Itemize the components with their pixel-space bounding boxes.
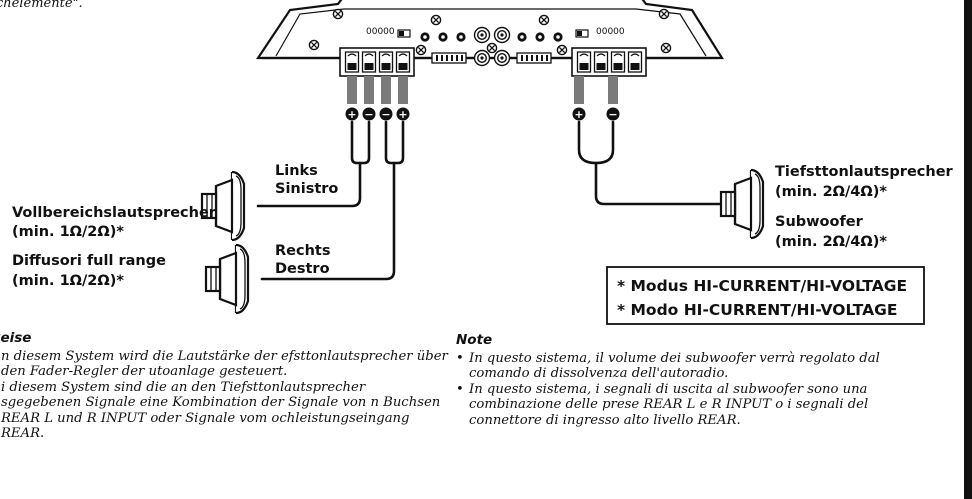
left-top-screw-icon <box>332 8 344 20</box>
minus-marker-2-icon <box>379 107 393 121</box>
center-right-screw-icon <box>538 14 550 26</box>
notes-german-title: weise <box>0 330 32 346</box>
knob-2-icon <box>438 32 448 42</box>
right-top-screw-icon <box>658 8 670 20</box>
wiring <box>256 120 724 281</box>
svg-text:−: − <box>364 108 373 121</box>
wire-plugs <box>347 76 618 104</box>
subwoofer-label-it: Subwoofer <box>775 214 864 230</box>
rca-jack-2-icon <box>493 26 511 44</box>
minus-marker-1-icon <box>362 107 376 121</box>
minus-marker-3-icon <box>606 107 620 121</box>
channel-right-it: Destro <box>275 261 330 277</box>
notes-italian-item-2: In questo sistema, i segnali di uscita a… <box>456 382 936 429</box>
notes-italian-title: Note <box>456 332 493 348</box>
terminal-5-icon <box>576 51 592 73</box>
notes-german-item-2: i diesem System sind die an den Tiefstto… <box>0 380 448 442</box>
channel-left-de: Links <box>275 163 318 179</box>
polarity-markers: + − − + + − <box>345 107 620 121</box>
knob-5-icon <box>535 32 545 42</box>
center-left-screw-icon <box>430 14 442 26</box>
amplifier-body: 00000 00000 <box>255 0 724 77</box>
knob-4-icon <box>517 32 527 42</box>
indicator-left-label: 00000 <box>366 27 395 37</box>
rca-jack-1-icon <box>473 26 491 44</box>
knob-3-icon <box>456 32 466 42</box>
plus-marker-2-icon <box>396 107 410 121</box>
terminal-2-icon <box>361 51 377 73</box>
terminal-8-icon <box>627 51 643 73</box>
terminal-7-icon <box>610 51 626 73</box>
inner-right-screw-icon <box>556 44 568 56</box>
full-range-spec-it: (min. 1Ω/2Ω)* <box>12 273 124 289</box>
notes-german: weise n diesem System wird die Lautstärk… <box>0 330 448 442</box>
svg-text:−: − <box>608 108 617 121</box>
page-edge-bar <box>964 0 972 499</box>
inner-left-screw-icon <box>415 44 427 56</box>
full-range-label-it: Diffusori full range <box>12 253 166 269</box>
subwoofer-speaker-icon <box>719 168 765 240</box>
channel-left-it: Sinistro <box>275 181 338 197</box>
rca-jack-4-icon <box>493 49 511 67</box>
high-level-connector-left-icon <box>431 52 467 64</box>
subwoofer-spec-it: (min. 2Ω/4Ω)* <box>775 234 887 250</box>
terminal-3-icon <box>378 51 394 73</box>
mode-box <box>606 266 925 325</box>
full-range-spec-de: (min. 1Ω/2Ω)* <box>12 224 124 240</box>
mode-line-de: * Modus HI-CURRENT/HI-VOLTAGE <box>617 277 907 295</box>
notes-german-item-1: n diesem System wird die Lautstärke der … <box>0 349 448 380</box>
svg-text:+: + <box>398 108 407 121</box>
front-speaker-right-icon <box>204 243 250 315</box>
knob-6-icon <box>553 32 563 42</box>
mode-line-it: * Modo HI-CURRENT/HI-VOLTAGE <box>617 301 897 319</box>
rca-jack-3-icon <box>473 49 491 67</box>
subwoofer-label-de: Tiefsttonlautsprecher <box>775 164 954 180</box>
full-range-label-de: Vollbereichslautsprecher <box>12 205 217 221</box>
right-screw-icon <box>660 42 672 54</box>
svg-text:+: + <box>574 108 583 121</box>
svg-text:−: − <box>381 108 390 121</box>
center-screw-icon <box>486 42 498 54</box>
channel-right-de: Rechts <box>275 243 330 259</box>
notes-italian: Note In questo sistema, il volume dei su… <box>456 332 936 429</box>
top-text-fragment: chelemente". <box>0 0 83 11</box>
terminal-1-icon <box>344 51 360 73</box>
plus-marker-1-icon <box>345 107 359 121</box>
svg-text:+: + <box>347 108 356 121</box>
subwoofer-spec-de: (min. 2Ω/4Ω)* <box>775 184 887 200</box>
left-screw-icon <box>308 39 320 51</box>
notes-italian-item-1: In questo sistema, il volume dei subwoof… <box>456 351 936 382</box>
knob-1-icon <box>420 32 430 42</box>
terminal-4-icon <box>395 51 411 73</box>
indicator-right-label: 00000 <box>596 27 625 37</box>
terminal-6-icon <box>593 51 609 73</box>
plus-marker-3-icon <box>572 107 586 121</box>
high-level-connector-right-icon <box>516 52 552 64</box>
